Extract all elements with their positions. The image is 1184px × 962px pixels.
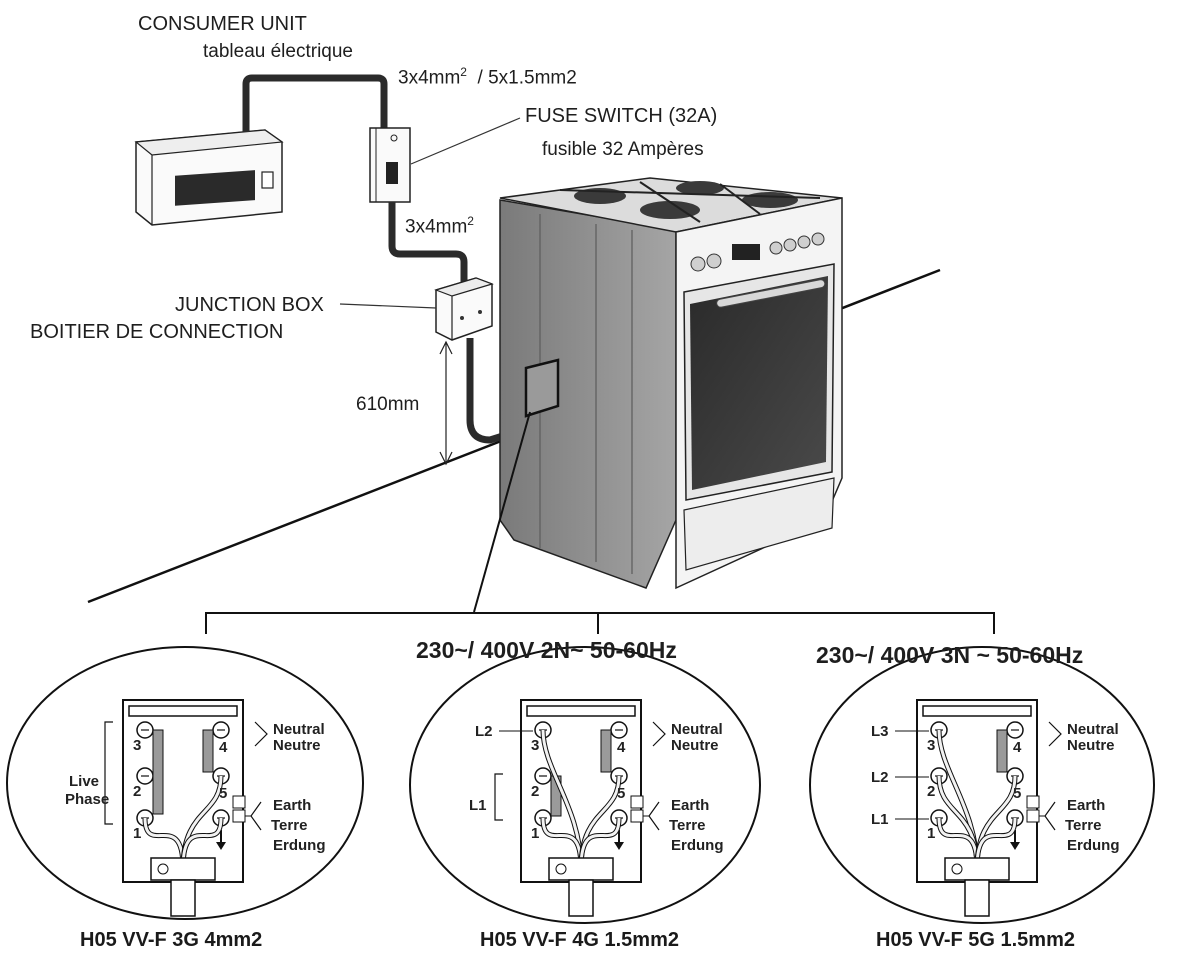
terminal-number-4: 4 <box>1013 739 1022 756</box>
earth-label-2: Earth <box>671 797 709 814</box>
cable-caption-5g: H05 VV-F 5G 1.5mm2 <box>876 929 1075 951</box>
terminal-number-1: 1 <box>133 825 141 842</box>
terminal-number-1: 1 <box>531 825 539 842</box>
fuse-switch <box>369 127 411 203</box>
terminal-number-4: 4 <box>219 739 228 756</box>
height-dimension <box>439 340 453 466</box>
bracket <box>205 612 995 634</box>
voltage-label-left: 230~/ 400V 2N~ 50-60Hz <box>416 637 677 663</box>
terminal-number-5: 5 <box>1013 785 1021 802</box>
earth-label-1: Earth <box>273 797 311 814</box>
earth-label-3: Earth <box>1067 797 1105 814</box>
terminal-number-5: 5 <box>219 785 227 802</box>
cable-caption-3g: H05 VV-F 3G 4mm2 <box>80 929 263 951</box>
junction-box-label-fr: BOITIER DE CONNECTION <box>30 321 284 343</box>
l2-label: L2 <box>475 723 493 740</box>
earth-label-de-2: Erdung <box>671 837 724 854</box>
terminal-number-2: 2 <box>133 783 141 800</box>
terminal-number-5: 5 <box>617 785 625 802</box>
neutral-label-fr-1: Neutre <box>273 737 321 754</box>
terminal-number-2: 2 <box>927 783 935 800</box>
cable-upstream-label: 3x4mm2 / 5x1.5mm2 <box>398 65 577 89</box>
earth-label-de-1: Erdung <box>273 837 326 854</box>
cooker <box>499 177 843 590</box>
terminal-number-4: 4 <box>617 739 626 756</box>
junction-box-label: JUNCTION BOX <box>175 294 324 316</box>
neutral-label-fr-3: Neutre <box>1067 737 1115 754</box>
consumer-unit-label-fr: tableau électrique <box>203 41 353 62</box>
neutral-label-2: Neutral <box>671 721 723 738</box>
cable-downstream-label: 3x4mm2 <box>405 214 474 238</box>
cable-caption-4g: H05 VV-F 4G 1.5mm2 <box>480 929 679 951</box>
earth-label-de-3: Erdung <box>1067 837 1120 854</box>
terminal-block-3 <box>895 699 1062 917</box>
terminal-number-3: 3 <box>133 737 141 754</box>
terminal-block-1 <box>104 699 268 917</box>
phase-label: Phase <box>65 791 109 808</box>
l1-label: L1 <box>469 797 487 814</box>
l3-label: L3 <box>871 723 889 740</box>
height-label: 610mm <box>356 394 420 415</box>
earth-label-fr-3: Terre <box>1065 817 1101 834</box>
terminal-number-3: 3 <box>531 737 539 754</box>
earth-label-fr-2: Terre <box>669 817 705 834</box>
fuse-switch-label-fr: fusible 32 Ampères <box>542 139 704 160</box>
live-label: Live <box>69 773 99 790</box>
neutral-label-fr-2: Neutre <box>671 737 719 754</box>
voltage-label-right: 230~/ 400V 3N ~ 50-60Hz <box>816 642 1084 668</box>
neutral-label-1: Neutral <box>273 721 325 738</box>
consumer-unit-label: CONSUMER UNIT <box>138 13 307 35</box>
consumer-unit <box>134 129 284 226</box>
terminal-number-1: 1 <box>927 825 935 842</box>
terminal-number-3: 3 <box>927 737 935 754</box>
terminal-number-2: 2 <box>531 783 539 800</box>
l2-label: L2 <box>871 769 889 786</box>
fuse-switch-label: FUSE SWITCH (32A) <box>525 105 718 127</box>
l1-label: L1 <box>871 811 889 828</box>
earth-label-fr-1: Terre <box>271 817 307 834</box>
terminal-block-2 <box>494 699 666 917</box>
junction-box <box>434 277 494 341</box>
neutral-label-3: Neutral <box>1067 721 1119 738</box>
